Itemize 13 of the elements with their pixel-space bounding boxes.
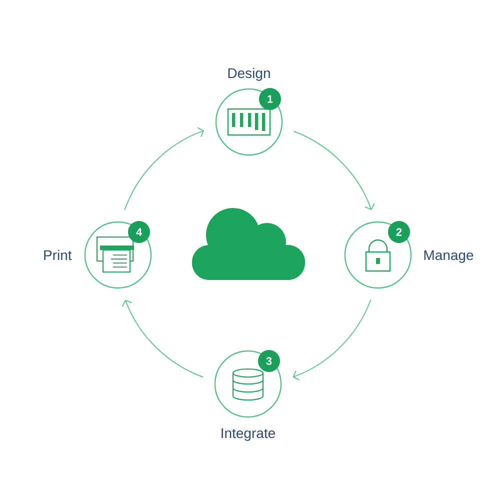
arrow (122, 300, 204, 378)
step-label: Manage (424, 250, 474, 263)
number-badge: 4 (128, 221, 150, 243)
cloud (192, 208, 305, 280)
number-badge: 1 (259, 88, 281, 110)
number-badge: 3 (258, 350, 280, 372)
number-badge: 2 (388, 221, 410, 243)
step-label: Design (228, 68, 270, 81)
arrow (124, 127, 204, 211)
arrow (293, 130, 375, 210)
step-label: Integrate (222, 428, 276, 441)
step-label: Print (44, 250, 72, 260)
arrow (292, 299, 372, 381)
